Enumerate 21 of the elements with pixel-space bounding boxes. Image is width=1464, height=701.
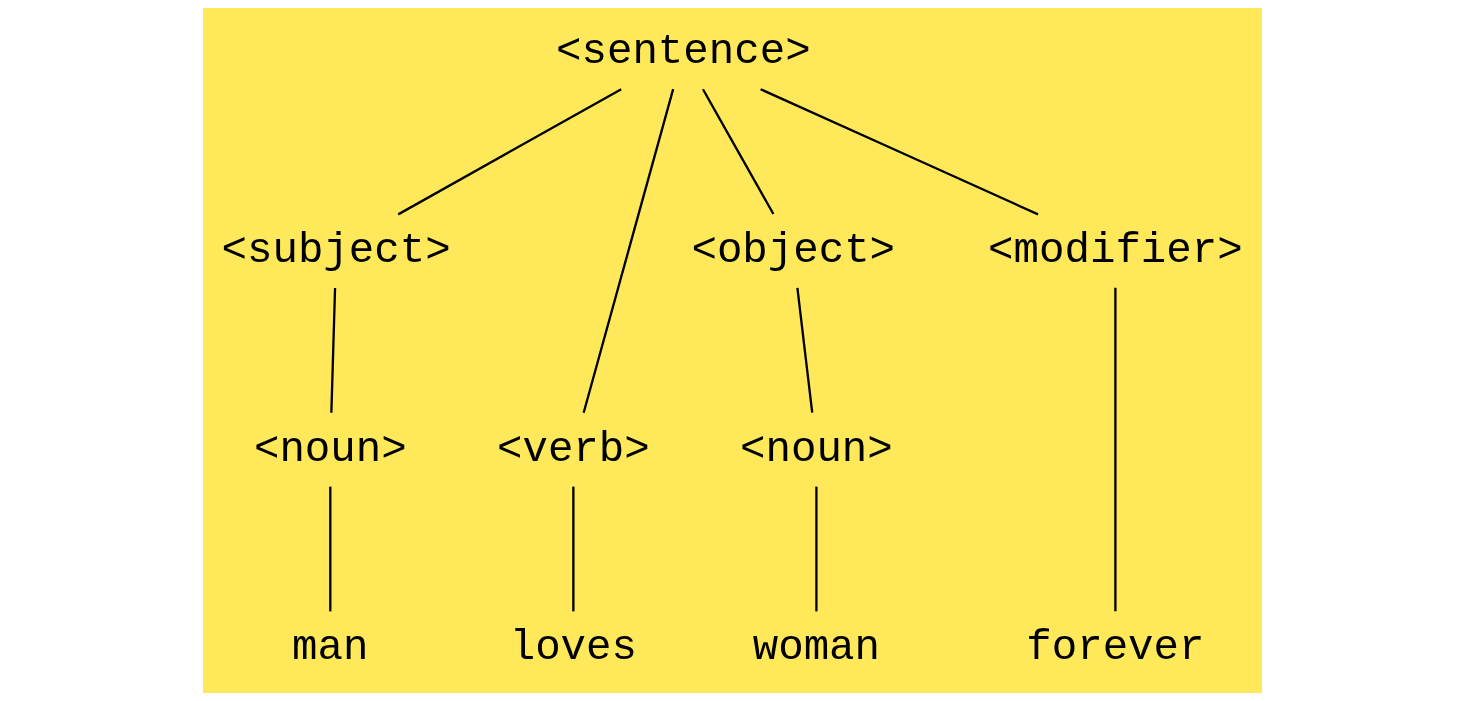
connector xyxy=(329,287,336,413)
node-text: <verb> xyxy=(496,425,650,474)
connector xyxy=(701,88,774,215)
connector xyxy=(571,486,574,612)
node-text: woman xyxy=(752,624,880,673)
connector xyxy=(795,287,813,413)
connector xyxy=(1113,287,1117,612)
node-text: <sentence> xyxy=(555,28,811,77)
connector xyxy=(397,88,622,216)
node-text: <subject> xyxy=(221,226,451,275)
node-text: <modifier> xyxy=(987,226,1243,275)
connector xyxy=(328,486,331,612)
node-text: forever xyxy=(1025,624,1204,673)
node-text: loves xyxy=(509,624,637,673)
node-text: man xyxy=(291,624,368,673)
connector xyxy=(582,88,674,413)
node-text: <noun> xyxy=(739,425,893,474)
node-text: <object> xyxy=(690,226,895,275)
connector xyxy=(759,88,1039,216)
node-text: <noun> xyxy=(253,425,407,474)
connector xyxy=(814,486,818,612)
